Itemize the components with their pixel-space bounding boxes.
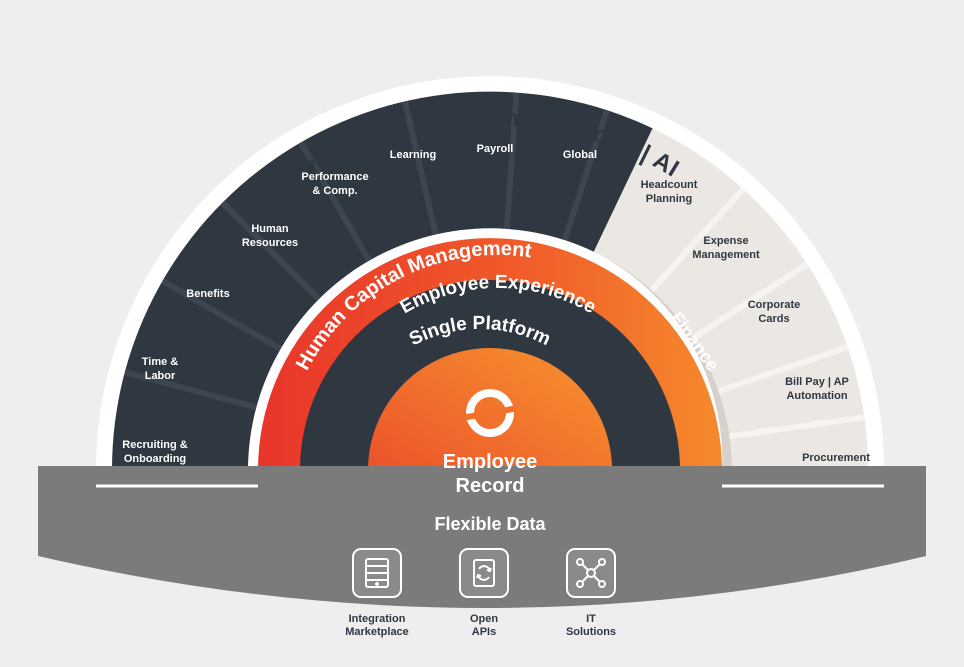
finance-module-label-line: Management xyxy=(692,249,760,261)
finance-module-label-line: Corporate xyxy=(748,299,801,311)
tool-it-solutions[interactable] xyxy=(566,548,616,598)
hcm-region xyxy=(111,91,653,471)
hcm-step-divider xyxy=(298,141,372,262)
hcm-module-label[interactable]: Benefits xyxy=(186,288,229,300)
hcm-step-divider xyxy=(503,92,520,229)
hcm-module-label[interactable]: Time & Labor xyxy=(142,356,179,382)
hcm-step-divider xyxy=(402,101,439,235)
finance-module-label-line: Bill Pay | AP xyxy=(785,376,849,388)
tool-integration-marketplace[interactable] xyxy=(352,548,402,598)
hcm-module-label-line: Global xyxy=(563,149,597,161)
hcm-module-label-line: Learning xyxy=(390,149,436,161)
sync-arrows-icon xyxy=(473,559,495,587)
hcm-step-divider xyxy=(561,109,610,241)
finance-band xyxy=(593,251,732,470)
tool-label-line: Marketplace xyxy=(345,626,409,638)
finance-module-label-line: Procurement xyxy=(802,452,870,464)
tool-label-line: IT xyxy=(586,613,596,625)
logo-icon xyxy=(463,389,517,437)
finance-module-label-line: Cards xyxy=(758,313,789,325)
tool-label-line: Open xyxy=(470,613,498,625)
finance-step-divider xyxy=(649,187,746,293)
hcm-module-label-line: Time & xyxy=(142,356,179,368)
finance-step-divider xyxy=(691,261,809,341)
tool-label-line: Integration xyxy=(349,613,406,625)
employee-record-core xyxy=(368,348,612,505)
tool-label-line: APIs xyxy=(472,626,496,638)
flexible-data-band xyxy=(38,466,926,608)
employee-record-line2: Record xyxy=(456,475,525,497)
finance-step-divider xyxy=(717,344,849,395)
hcm-module-label-line: Resources xyxy=(242,237,298,249)
finance-module-label-line: Planning xyxy=(646,193,692,205)
finance-module-label-line: Expense xyxy=(703,235,748,247)
finance-region xyxy=(593,128,869,470)
hcm-module-label[interactable]: Global xyxy=(563,149,597,161)
server-stack-icon xyxy=(365,558,389,588)
hcm-step-divider xyxy=(220,200,322,302)
hcm-module-label-line: Labor xyxy=(145,370,176,382)
hcm-module-label[interactable]: Learning xyxy=(390,149,436,161)
finance-step-divider xyxy=(729,414,865,440)
hcm-module-label-line: Benefits xyxy=(186,288,229,300)
finance-module-label-line: Headcount xyxy=(641,179,698,191)
hcm-module-label-line: Recruiting & xyxy=(122,439,187,451)
hcm-module-label-line: & Comp. xyxy=(312,185,357,197)
flexible-data-label: Flexible Data xyxy=(434,514,546,534)
hcm-module-label-line: Performance xyxy=(301,171,368,183)
finance-module-label[interactable]: Bill Pay | AP Automation xyxy=(785,376,849,402)
hcm-module-label-line: Human xyxy=(251,223,289,235)
tool-label-line: Solutions xyxy=(566,626,616,638)
tool-open-apis[interactable] xyxy=(459,548,509,598)
hcm-step-divider xyxy=(124,369,258,411)
hcm-step-divider xyxy=(161,278,282,352)
hcm-module-label[interactable]: Recruiting & Onboarding xyxy=(122,439,187,465)
finance-module-label-line: Automation xyxy=(786,390,847,402)
network-nodes-icon xyxy=(576,558,606,588)
hcm-module-label-line: Onboarding xyxy=(124,453,186,465)
hcm-module-label[interactable]: Performance & Comp. xyxy=(301,171,368,197)
hcm-module-label-line: Payroll xyxy=(477,143,514,155)
hcm-module-label[interactable]: Payroll xyxy=(477,143,514,155)
employee-record-line1: Employee xyxy=(443,451,537,473)
finance-module-label[interactable]: Procurement xyxy=(802,452,870,464)
